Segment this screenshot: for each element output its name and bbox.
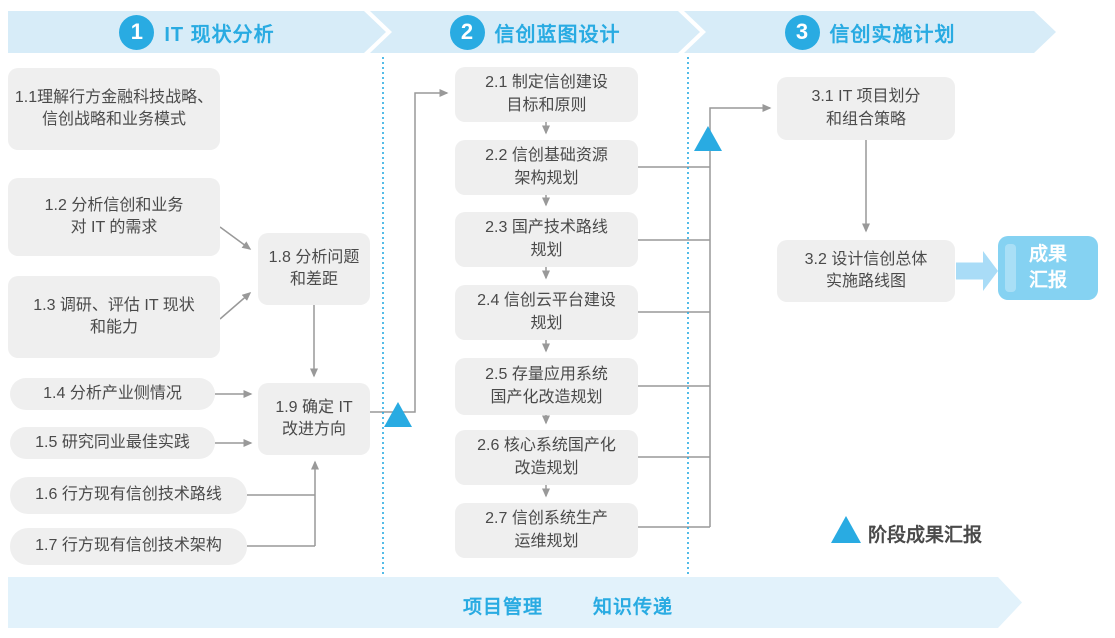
step-box-2-5: 2.5 存量应用系统 国产化改造规划 bbox=[455, 358, 638, 415]
step-box-2-7: 2.7 信创系统生产 运维规划 bbox=[455, 503, 638, 558]
phase-3-number-badge: 3 bbox=[785, 15, 820, 50]
phase-2-title: 信创蓝图设计 bbox=[494, 23, 621, 46]
step-box-1-4: 1.4 分析产业侧情况 bbox=[10, 378, 215, 410]
step-box-2-4: 2.4 信创云平台建设 规划 bbox=[455, 285, 638, 340]
step-box-1-9: 1.9 确定 IT 改进方向 bbox=[258, 383, 370, 455]
phase-1-title: IT 现状分析 bbox=[164, 23, 275, 46]
deliverable-fat-arrow bbox=[956, 251, 998, 291]
step-box-2-2: 2.2 信创基础资源 架构规划 bbox=[455, 140, 638, 195]
step-box-1-6: 1.6 行方现有信创技术路线 bbox=[10, 477, 247, 514]
step-box-1-8: 1.8 分析问题 和差距 bbox=[258, 233, 370, 305]
step-box-1-1: 1.1理解行方金融科技战略、 信创战略和业务模式 bbox=[8, 68, 220, 150]
step-box-2-1: 2.1 制定信创建设 目标和原则 bbox=[455, 67, 638, 122]
legend-triangle-icon bbox=[831, 516, 861, 543]
step-box-1-3: 1.3 调研、评估 IT 现状 和能力 bbox=[8, 276, 220, 358]
phase-3-title: 信创实施计划 bbox=[829, 23, 956, 46]
phase-2-header: 2 信创蓝图设计 bbox=[370, 11, 700, 53]
phase-1-header: 1 IT 现状分析 bbox=[8, 11, 386, 53]
footer-band bbox=[8, 577, 1022, 628]
milestone-triangle-phase-1 bbox=[384, 402, 412, 427]
phase-2-number-badge: 2 bbox=[450, 15, 485, 50]
step-box-2-6: 2.6 核心系统国产化 改造规划 bbox=[455, 430, 638, 485]
step-box-1-5: 1.5 研究同业最佳实践 bbox=[10, 427, 215, 459]
legend-label: 阶段成果汇报 bbox=[868, 525, 983, 546]
step-box-3-1: 3.1 IT 项目划分 和组合策略 bbox=[777, 77, 955, 140]
step-box-1-7: 1.7 行方现有信创技术架构 bbox=[10, 528, 247, 565]
step-box-2-3: 2.3 国产技术路线 规划 bbox=[455, 212, 638, 267]
result-report-box: 成果 汇报 bbox=[998, 236, 1098, 300]
phase-3-header: 3 信创实施计划 bbox=[684, 11, 1056, 53]
phase-1-number-badge: 1 bbox=[119, 15, 154, 50]
step-box-1-2: 1.2 分析信创和业务 对 IT 的需求 bbox=[8, 178, 220, 256]
milestone-triangle-phase-2 bbox=[694, 126, 722, 151]
step-box-3-2: 3.2 设计信创总体 实施路线图 bbox=[777, 240, 955, 302]
footer-label-knowledge-transfer: 知识传递 bbox=[593, 597, 674, 618]
footer-label-project-management: 项目管理 bbox=[463, 597, 544, 618]
